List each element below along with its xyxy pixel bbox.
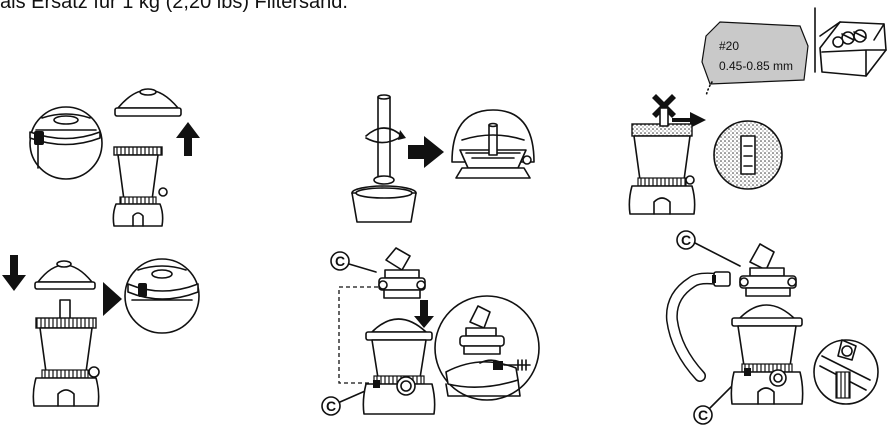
filter-tank-top [352, 186, 416, 222]
sand-box [820, 22, 886, 76]
step-remove-lid [30, 89, 200, 226]
arrow-right-icon [408, 136, 444, 168]
arrow-up-icon [176, 122, 200, 156]
lid [115, 89, 181, 116]
step-connect-hose: C C [672, 231, 878, 424]
multiport-valve [379, 248, 425, 298]
callout-c-label: C [335, 253, 345, 269]
filter-body [113, 147, 167, 226]
connector-zoom-circle [814, 340, 878, 404]
filter-body [731, 305, 802, 404]
hose [672, 272, 730, 376]
sand-size-label: 0.45-0.85 mm [719, 59, 793, 73]
arrow-down-icon [2, 255, 26, 291]
lid [35, 261, 95, 289]
step-mount-lid [2, 255, 199, 406]
valve-zoom-circle [435, 296, 539, 400]
sand-grade-label: #20 [719, 39, 739, 53]
callout-c-bottom: C [694, 406, 712, 424]
sand-bag: #20 0.45-0.85 mm [702, 22, 808, 96]
step-insert-pipe [352, 95, 534, 222]
filter-body [33, 318, 99, 406]
filter-body [363, 319, 434, 414]
callout-c-top: C [331, 252, 349, 270]
arrow-down-icon [414, 300, 434, 328]
callout-c-label: C [681, 232, 691, 248]
clamp-zoom-circle [30, 107, 102, 179]
step-attach-valve: C C [322, 248, 539, 415]
strainer-assembly [452, 110, 534, 178]
callout-c-top: C [677, 231, 695, 249]
arrow-right-icon [103, 282, 122, 316]
clamp-zoom-circle [125, 259, 199, 333]
callout-c-label: C [326, 398, 336, 414]
step-add-sand: #20 0.45-0.85 mm [629, 8, 886, 214]
callout-c-bottom: C [322, 397, 340, 415]
multiport-valve [740, 244, 796, 296]
callout-c-label: C [698, 407, 708, 423]
filter-body [629, 108, 694, 214]
sand-zoom-circle [714, 121, 782, 189]
